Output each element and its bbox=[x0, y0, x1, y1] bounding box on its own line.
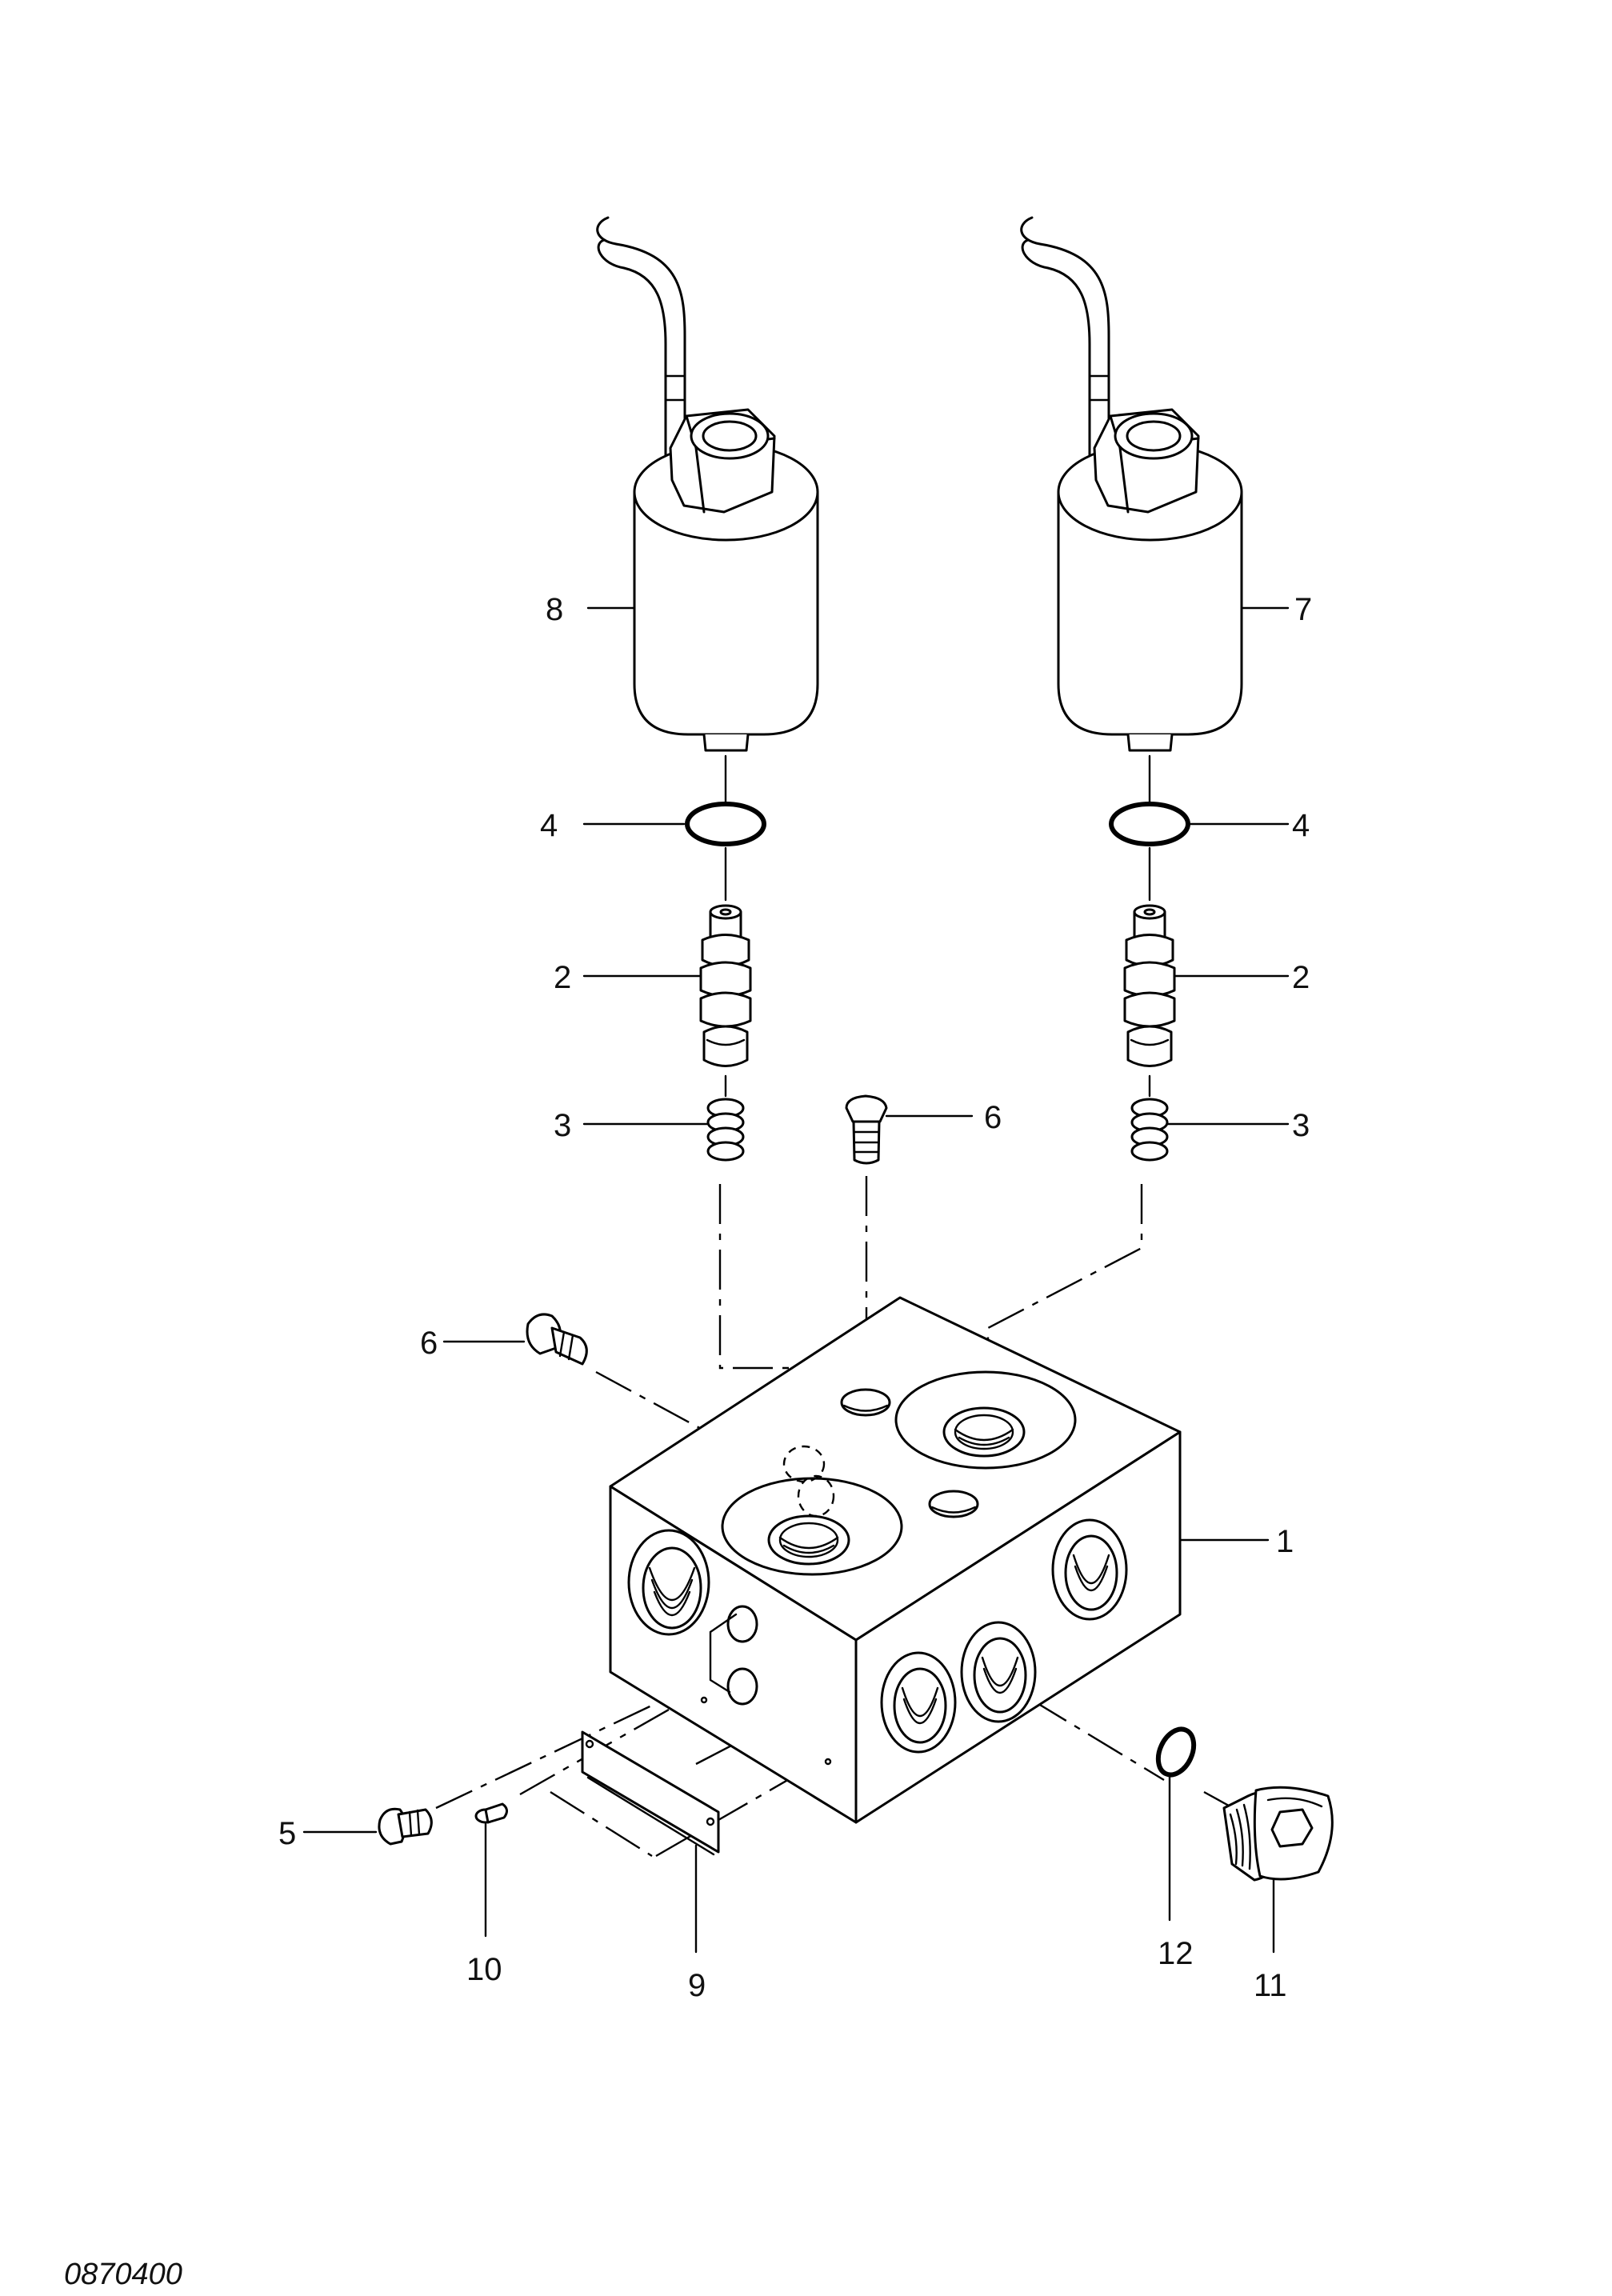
callout-12: 12 bbox=[1158, 1936, 1194, 1971]
callout-7: 7 bbox=[1294, 592, 1312, 627]
callout-4-right: 4 bbox=[1292, 808, 1310, 843]
callout-8: 8 bbox=[546, 592, 563, 627]
callout-4-left: 4 bbox=[540, 808, 558, 843]
plug-11 bbox=[1222, 1786, 1334, 1954]
plug-6-left bbox=[526, 1313, 588, 1366]
callout-6-left: 6 bbox=[420, 1326, 438, 1361]
solenoid-coil-7 bbox=[1020, 216, 1243, 752]
o-ring-12 bbox=[1155, 1726, 1197, 1922]
callout-9: 9 bbox=[688, 1968, 706, 2003]
solenoid-coil-8 bbox=[596, 216, 819, 752]
valve-spool-2-left bbox=[699, 846, 752, 1067]
callout-3-right: 3 bbox=[1292, 1108, 1310, 1143]
spring-3-left bbox=[706, 1074, 745, 1162]
drawing-number: 0870400 bbox=[64, 2258, 182, 2291]
callout-3-left: 3 bbox=[554, 1108, 571, 1143]
plug-5 bbox=[378, 1807, 433, 1846]
valve-block-1 bbox=[609, 1296, 1182, 1824]
o-ring-4-right bbox=[1109, 754, 1190, 846]
callout-2-left: 2 bbox=[554, 960, 571, 995]
callout-10: 10 bbox=[466, 1952, 502, 1987]
callout-11: 11 bbox=[1254, 1968, 1287, 2003]
callout-5: 5 bbox=[278, 1816, 296, 1851]
nameplate-9 bbox=[581, 1730, 720, 1954]
callout-2-right: 2 bbox=[1292, 960, 1310, 995]
plug-6-top bbox=[845, 1094, 888, 1165]
pin-10 bbox=[474, 1802, 508, 1938]
callouts: 8 7 4 4 2 2 3 3 6 6 1 5 10 9 12 11 bbox=[278, 592, 1312, 2003]
spring-3-right bbox=[1130, 1074, 1169, 1162]
callout-6-top: 6 bbox=[984, 1100, 1002, 1135]
valve-spool-2-right bbox=[1123, 846, 1176, 1067]
leader-lines bbox=[302, 606, 1290, 1834]
o-ring-4-left bbox=[685, 754, 766, 846]
callout-1: 1 bbox=[1276, 1524, 1294, 1559]
